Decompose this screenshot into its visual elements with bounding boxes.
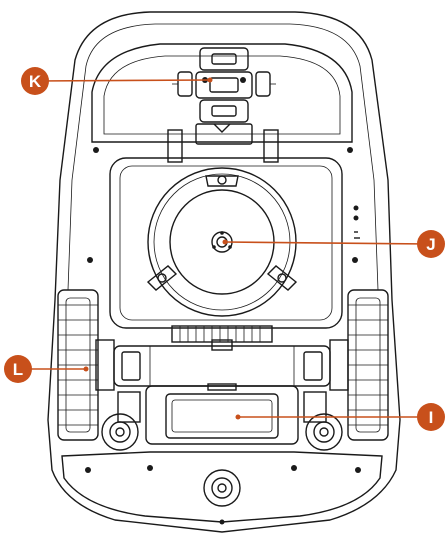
callout-point-i xyxy=(235,414,241,420)
callout-badge-l xyxy=(4,355,32,383)
shell-inner-line xyxy=(155,23,379,291)
housing-marks xyxy=(353,205,360,239)
front-clip-left xyxy=(167,129,183,163)
callout-point-l xyxy=(83,366,89,372)
callout-point-k xyxy=(207,77,213,83)
blade-left xyxy=(146,265,178,291)
callout-label-k: K xyxy=(29,72,42,91)
cutting-height-adjuster xyxy=(172,47,276,145)
rear-axle xyxy=(113,345,331,387)
bracket-left xyxy=(117,391,141,423)
front-panel-inner xyxy=(103,55,341,135)
vent-grill xyxy=(171,325,273,351)
callout-badge-k xyxy=(21,67,49,95)
battery-cover xyxy=(145,383,299,445)
rear-panel xyxy=(61,451,383,523)
outer-shell xyxy=(47,11,401,533)
bracket-right xyxy=(303,391,327,423)
shell-inner-line-left xyxy=(67,23,156,291)
callout-leader-k xyxy=(34,79,211,82)
blade-right xyxy=(266,265,298,291)
callout-badge-j xyxy=(417,230,445,258)
wheel-left xyxy=(57,289,99,441)
callout-layer: K J L I xyxy=(4,67,445,431)
caster-left xyxy=(101,413,139,451)
screw-holes xyxy=(85,147,361,525)
front-clip-right xyxy=(263,129,279,163)
caster-right xyxy=(305,413,343,451)
rear-wheel-hub-right xyxy=(329,339,349,391)
callout-label-j: J xyxy=(426,235,435,254)
blade-top xyxy=(205,175,239,187)
front-panel xyxy=(91,43,353,143)
callout-badge-i xyxy=(417,403,445,431)
callout-label-l: L xyxy=(13,360,23,379)
callout-point-j xyxy=(222,239,228,245)
callout-label-i: I xyxy=(429,408,434,427)
callout-leader-j xyxy=(224,241,432,245)
caster-rear xyxy=(203,469,241,507)
